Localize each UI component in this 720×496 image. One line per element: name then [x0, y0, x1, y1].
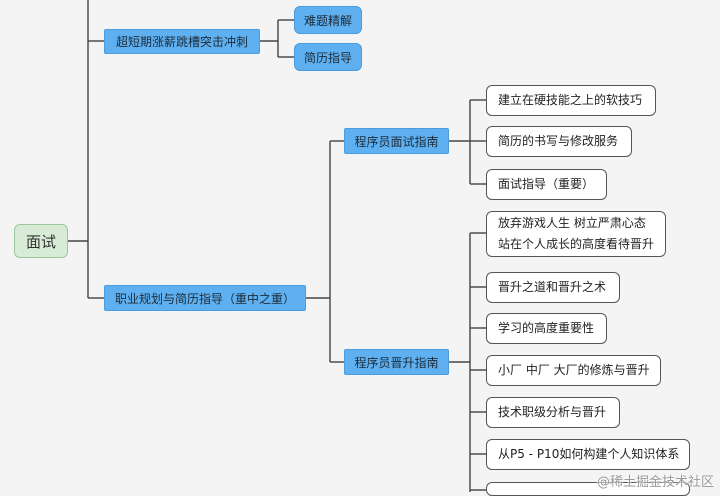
- promotion-item-job-levels-label: 技术职级分析与晋升: [498, 405, 607, 419]
- crash-child-hard-problems[interactable]: 难题精解: [294, 6, 362, 34]
- interview-item-resume-writing[interactable]: 简历的书写与修改服务: [486, 126, 632, 157]
- promotion-item-learning-label: 学习的高度重要性: [498, 321, 595, 335]
- promotion-item-mindset-line2: 站在个人成长的高度看待晋升: [498, 237, 655, 251]
- promotion-item-way-and-art-label: 晋升之道和晋升之术: [498, 280, 607, 294]
- promotion-item-knowledge-system[interactable]: 从P5 - P10如何构建个人知识体系: [486, 439, 690, 470]
- interview-item-interview-guidance-label: 面试指导（重要）: [498, 177, 595, 191]
- promotion-item-way-and-art[interactable]: 晋升之道和晋升之术: [486, 272, 620, 303]
- promotion-item-job-levels[interactable]: 技术职级分析与晋升: [486, 397, 620, 428]
- crash-child-resume-guidance[interactable]: 简历指导: [294, 43, 362, 71]
- interview-item-soft-skills[interactable]: 建立在硬技能之上的软技巧: [486, 85, 656, 116]
- interview-guide-label: 程序员面试指南: [354, 134, 439, 149]
- promotion-item-mindset[interactable]: 放弃游戏人生 树立严肃心态 站在个人成长的高度看待晋升: [486, 211, 666, 257]
- promotion-item-mindset-line1: 放弃游戏人生 树立严肃心态: [498, 216, 646, 230]
- promotion-item-learning[interactable]: 学习的高度重要性: [486, 313, 607, 344]
- interview-item-soft-skills-label: 建立在硬技能之上的软技巧: [498, 93, 643, 107]
- promotion-guide-node[interactable]: 程序员晋升指南: [344, 349, 449, 375]
- promotion-guide-label: 程序员晋升指南: [354, 355, 439, 370]
- watermark: @稀土掘金技术社区: [596, 475, 714, 490]
- promotion-item-mindset-text: 放弃游戏人生 树立严肃心态 站在个人成长的高度看待晋升: [498, 213, 654, 255]
- promotion-item-knowledge-system-label: 从P5 - P10如何构建个人知识体系: [498, 447, 680, 461]
- root-label: 面试: [25, 232, 56, 251]
- branch-career[interactable]: 职业规划与简历指导（重中之重）: [104, 285, 306, 311]
- branch-career-label: 职业规划与简历指导（重中之重）: [114, 291, 295, 306]
- promotion-item-company-sizes[interactable]: 小厂 中厂 大厂的修炼与晋升: [486, 355, 661, 386]
- root-node[interactable]: 面试: [14, 224, 68, 258]
- interview-item-interview-guidance[interactable]: 面试指导（重要）: [486, 169, 607, 200]
- interview-item-resume-writing-label: 简历的书写与修改服务: [498, 134, 619, 148]
- branch-crash-course-label: 超短期涨薪跳槽突击冲刺: [115, 35, 248, 49]
- promotion-item-company-sizes-label: 小厂 中厂 大厂的修炼与晋升: [498, 363, 650, 377]
- branch-crash-course[interactable]: 超短期涨薪跳槽突击冲刺: [104, 29, 260, 54]
- crash-child-resume-guidance-label: 简历指导: [303, 50, 352, 65]
- interview-guide-node[interactable]: 程序员面试指南: [344, 128, 449, 154]
- crash-child-hard-problems-label: 难题精解: [303, 13, 352, 28]
